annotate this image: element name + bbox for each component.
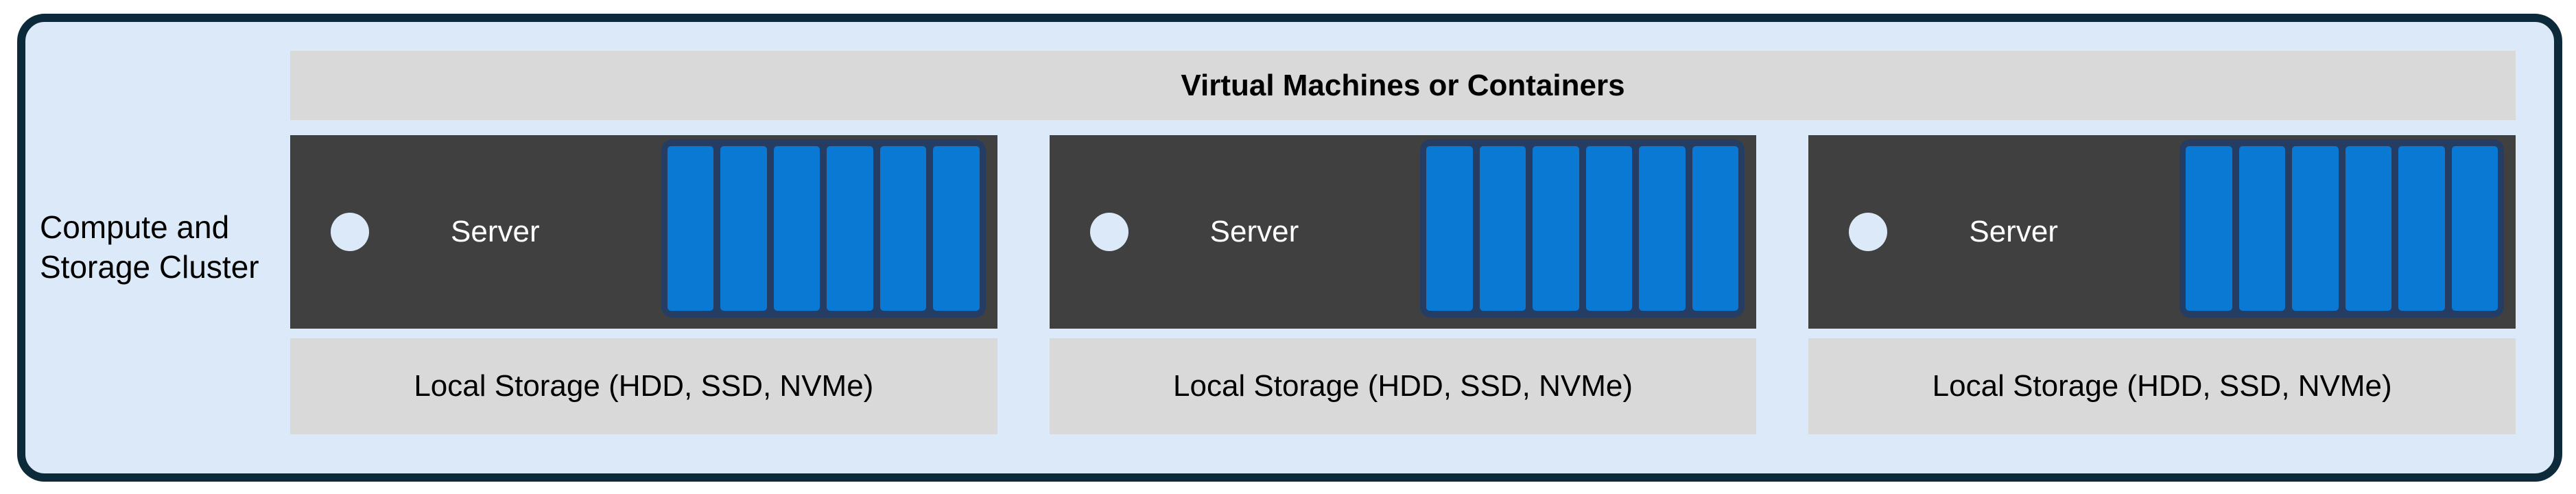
disk-bar xyxy=(2186,146,2232,311)
local-storage-label: Local Storage (HDD, SSD, NVMe) xyxy=(1932,369,2392,403)
server-column-3: Server Local Storage (HDD, SSD, NVMe) xyxy=(1808,135,2516,434)
power-circle-icon xyxy=(1089,213,1129,251)
server-box-1: Server xyxy=(290,135,997,329)
server-columns: Server Local Storage (HDD, SSD, NVMe) Se… xyxy=(290,135,2516,434)
disk-bar xyxy=(1692,146,1739,311)
local-storage-bar-3: Local Storage (HDD, SSD, NVMe) xyxy=(1808,338,2516,434)
vm-header-bar: Virtual Machines or Containers xyxy=(290,51,2516,120)
disk-bar xyxy=(667,146,714,311)
disk-bar xyxy=(2238,146,2286,311)
cluster-label-line-2: Storage Cluster xyxy=(40,249,259,285)
disk-array xyxy=(661,139,986,318)
disk-bar xyxy=(1533,146,1579,311)
disk-bar xyxy=(2292,146,2339,311)
disk-bar xyxy=(2398,146,2445,311)
vm-header-label: Virtual Machines or Containers xyxy=(1181,68,1625,102)
disk-bar xyxy=(933,146,980,311)
disk-bar xyxy=(2451,146,2498,311)
server-label: Server xyxy=(1969,215,2058,248)
disk-bar xyxy=(879,146,927,311)
disk-bar xyxy=(720,146,767,311)
disk-bar xyxy=(1426,146,1473,311)
server-box-3: Server xyxy=(1808,135,2516,329)
power-circle-icon xyxy=(331,213,369,251)
local-storage-label: Local Storage (HDD, SSD, NVMe) xyxy=(414,369,874,403)
local-storage-label: Local Storage (HDD, SSD, NVMe) xyxy=(1173,369,1633,403)
disk-bar xyxy=(773,146,820,311)
compute-storage-cluster-frame: Compute and Storage Cluster Virtual Mach… xyxy=(17,14,2562,482)
server-column-2: Server Local Storage (HDD, SSD, NVMe) xyxy=(1049,135,1757,434)
local-storage-bar-2: Local Storage (HDD, SSD, NVMe) xyxy=(1049,338,1757,434)
cluster-content: Virtual Machines or Containers Server Lo… xyxy=(290,22,2516,473)
server-label: Server xyxy=(451,215,540,248)
power-circle-icon xyxy=(1849,213,1888,251)
cluster-label-line-1: Compute and xyxy=(40,209,230,246)
cluster-label: Compute and Storage Cluster xyxy=(25,22,290,473)
disk-bar xyxy=(1585,146,1633,311)
disk-array xyxy=(2179,139,2505,318)
disk-bar xyxy=(827,146,873,311)
local-storage-bar-1: Local Storage (HDD, SSD, NVMe) xyxy=(290,338,997,434)
disk-bar xyxy=(1639,146,1686,311)
server-label: Server xyxy=(1209,215,1299,248)
disk-bar xyxy=(1479,146,1526,311)
disk-array xyxy=(1420,139,1745,318)
server-box-2: Server xyxy=(1049,135,1757,329)
disk-bar xyxy=(2345,146,2392,311)
server-column-1: Server Local Storage (HDD, SSD, NVMe) xyxy=(290,135,997,434)
